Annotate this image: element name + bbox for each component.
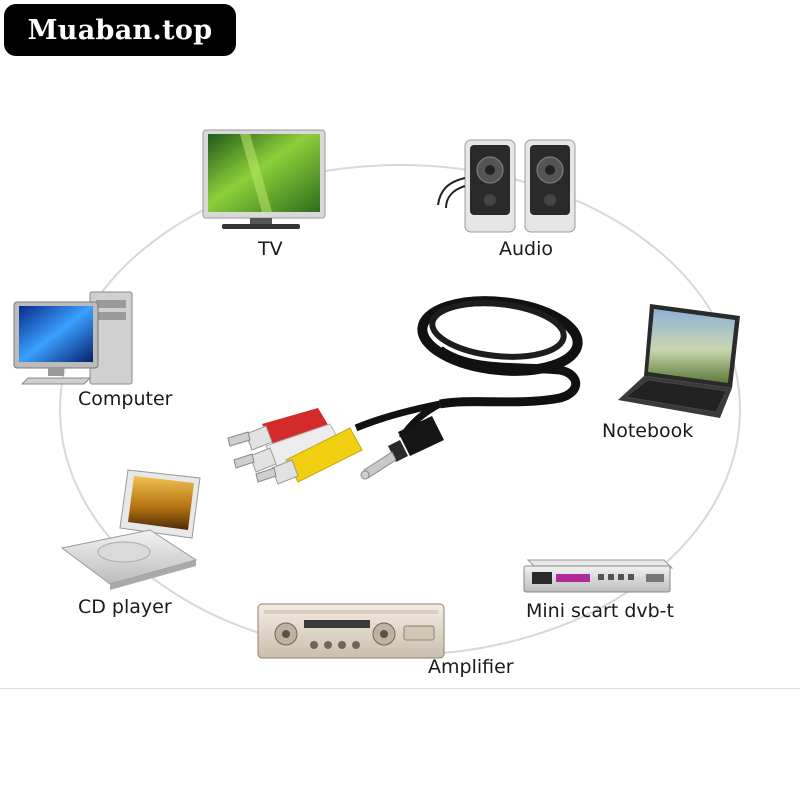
set-top-box-icon <box>523 559 674 593</box>
amplifier-icon <box>257 603 445 659</box>
rca-red-connector <box>227 408 330 451</box>
audio-label: Audio <box>499 238 554 260</box>
amplifier-label: Amplifier <box>428 656 514 678</box>
speakers-icon <box>437 139 576 233</box>
bottom-divider <box>0 688 800 689</box>
dvb-label: Mini scart dvb-t <box>526 600 674 622</box>
rca-yellow-connector <box>255 427 363 485</box>
tv-icon <box>202 129 326 229</box>
jack-3-5mm-connector <box>360 416 444 480</box>
computer-label: Computer <box>78 388 173 410</box>
tv-label: TV <box>258 238 283 260</box>
laptop-icon <box>618 304 740 418</box>
watermark-badge: Muaban.top <box>4 4 236 56</box>
notebook-label: Notebook <box>602 420 694 442</box>
portable-dvd-player-icon <box>60 469 201 590</box>
watermark-text: Muaban.top <box>27 14 213 46</box>
av-cable <box>227 296 583 485</box>
cd-player-label: CD player <box>78 596 172 618</box>
desktop-computer-icon <box>13 291 133 385</box>
